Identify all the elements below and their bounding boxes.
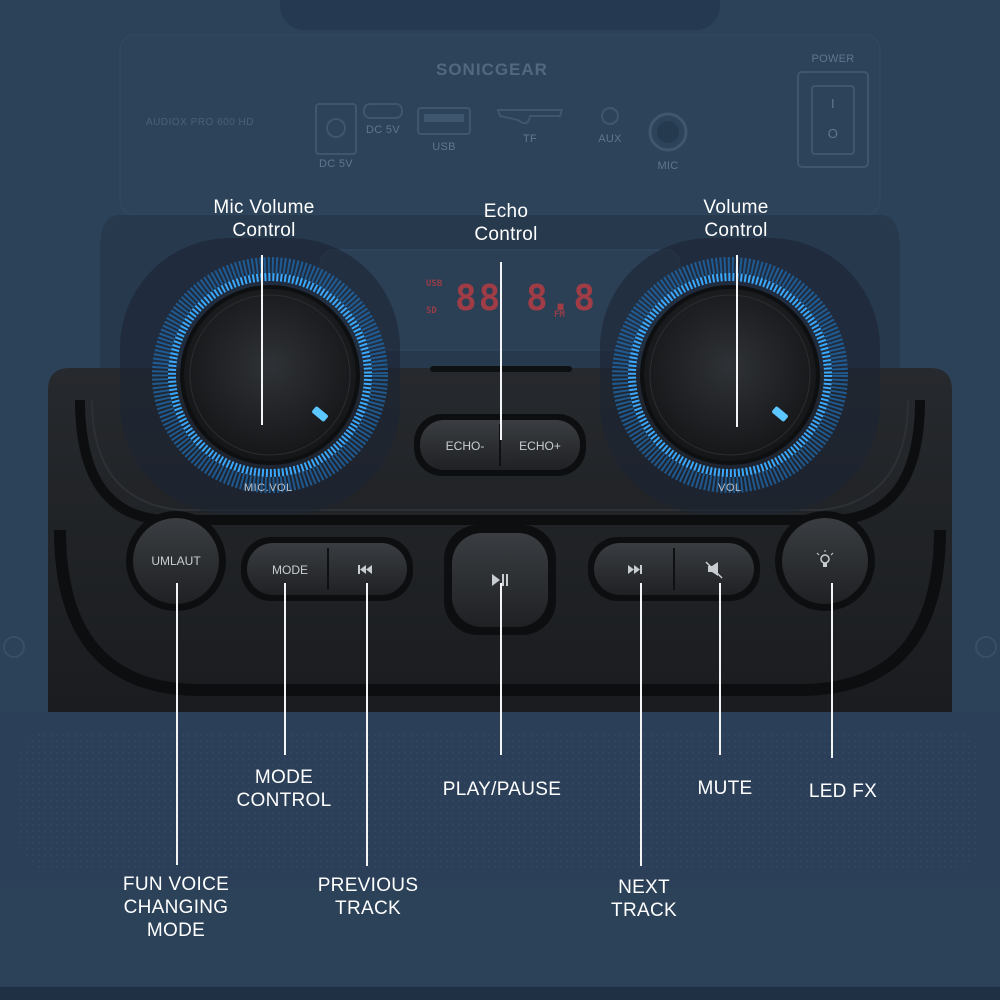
- power-on-symbol[interactable]: I: [831, 96, 835, 111]
- bulb-icon: [816, 550, 834, 567]
- power-switch: [797, 71, 869, 168]
- display-digits: 88 8.8: [455, 278, 598, 319]
- callout-line-fun-voice: [176, 583, 178, 865]
- aux-label: AUX: [598, 133, 622, 145]
- callout-line-echo: [500, 262, 502, 440]
- mode-button[interactable]: MODE: [272, 563, 308, 577]
- dc-out-label: DC 5V: [366, 124, 400, 136]
- tf-slot: [496, 109, 564, 125]
- usb-c-port: [363, 103, 403, 119]
- play-pause-icon: [492, 574, 508, 586]
- callout-line-mic-volume: [261, 255, 263, 425]
- usb-port: [417, 107, 471, 135]
- umlaut-label[interactable]: UMLAUT: [151, 554, 201, 568]
- callout-line-led-fx: [831, 583, 833, 758]
- skip-next-icon: [628, 565, 642, 574]
- umlaut-button: [133, 518, 219, 604]
- led-fx-button: [782, 518, 868, 604]
- dc-port: [315, 103, 357, 155]
- usb-label: USB: [432, 141, 456, 153]
- echo-minus-button[interactable]: ECHO-: [445, 439, 485, 453]
- mute-icon: [705, 561, 723, 579]
- mic-port: [648, 112, 688, 152]
- callout-line-next: [640, 583, 642, 866]
- vol-knob: [640, 285, 820, 465]
- mic-label: MIC: [657, 160, 679, 172]
- aux-port: [601, 107, 619, 125]
- vol-ring: [612, 257, 848, 493]
- power-label: POWER: [811, 53, 855, 65]
- vol-label: VOL: [718, 482, 742, 494]
- tf-label: TF: [522, 133, 538, 145]
- callout-line-mode: [284, 583, 286, 755]
- brand-logo: SONICGEAR: [436, 60, 548, 79]
- display-sd: SD: [426, 306, 437, 316]
- dc-in-label: DC 5V: [319, 158, 353, 170]
- callout-led-fx: LED FX: [808, 781, 878, 802]
- callout-mute: MUTE: [697, 778, 753, 799]
- mic-vol-ring: [152, 257, 388, 493]
- callout-line-previous: [366, 583, 368, 866]
- callout-line-play-pause: [500, 583, 502, 755]
- handle-slot: [280, 0, 720, 30]
- callout-line-volume: [736, 255, 738, 427]
- power-off-symbol[interactable]: O: [827, 126, 839, 141]
- mic-vol-label: MIC.VOL: [244, 482, 293, 494]
- callout-line-mute: [719, 583, 721, 755]
- callout-play-pause: PLAY/PAUSE: [442, 779, 562, 800]
- skip-previous-icon: [358, 565, 372, 574]
- display-usb: USB: [426, 279, 443, 289]
- mic-vol-knob: [180, 285, 360, 465]
- display-fm: FM: [554, 310, 565, 320]
- model-name: AUDIOX PRO 600 HD: [146, 117, 254, 128]
- echo-plus-button[interactable]: ECHO+: [519, 439, 561, 453]
